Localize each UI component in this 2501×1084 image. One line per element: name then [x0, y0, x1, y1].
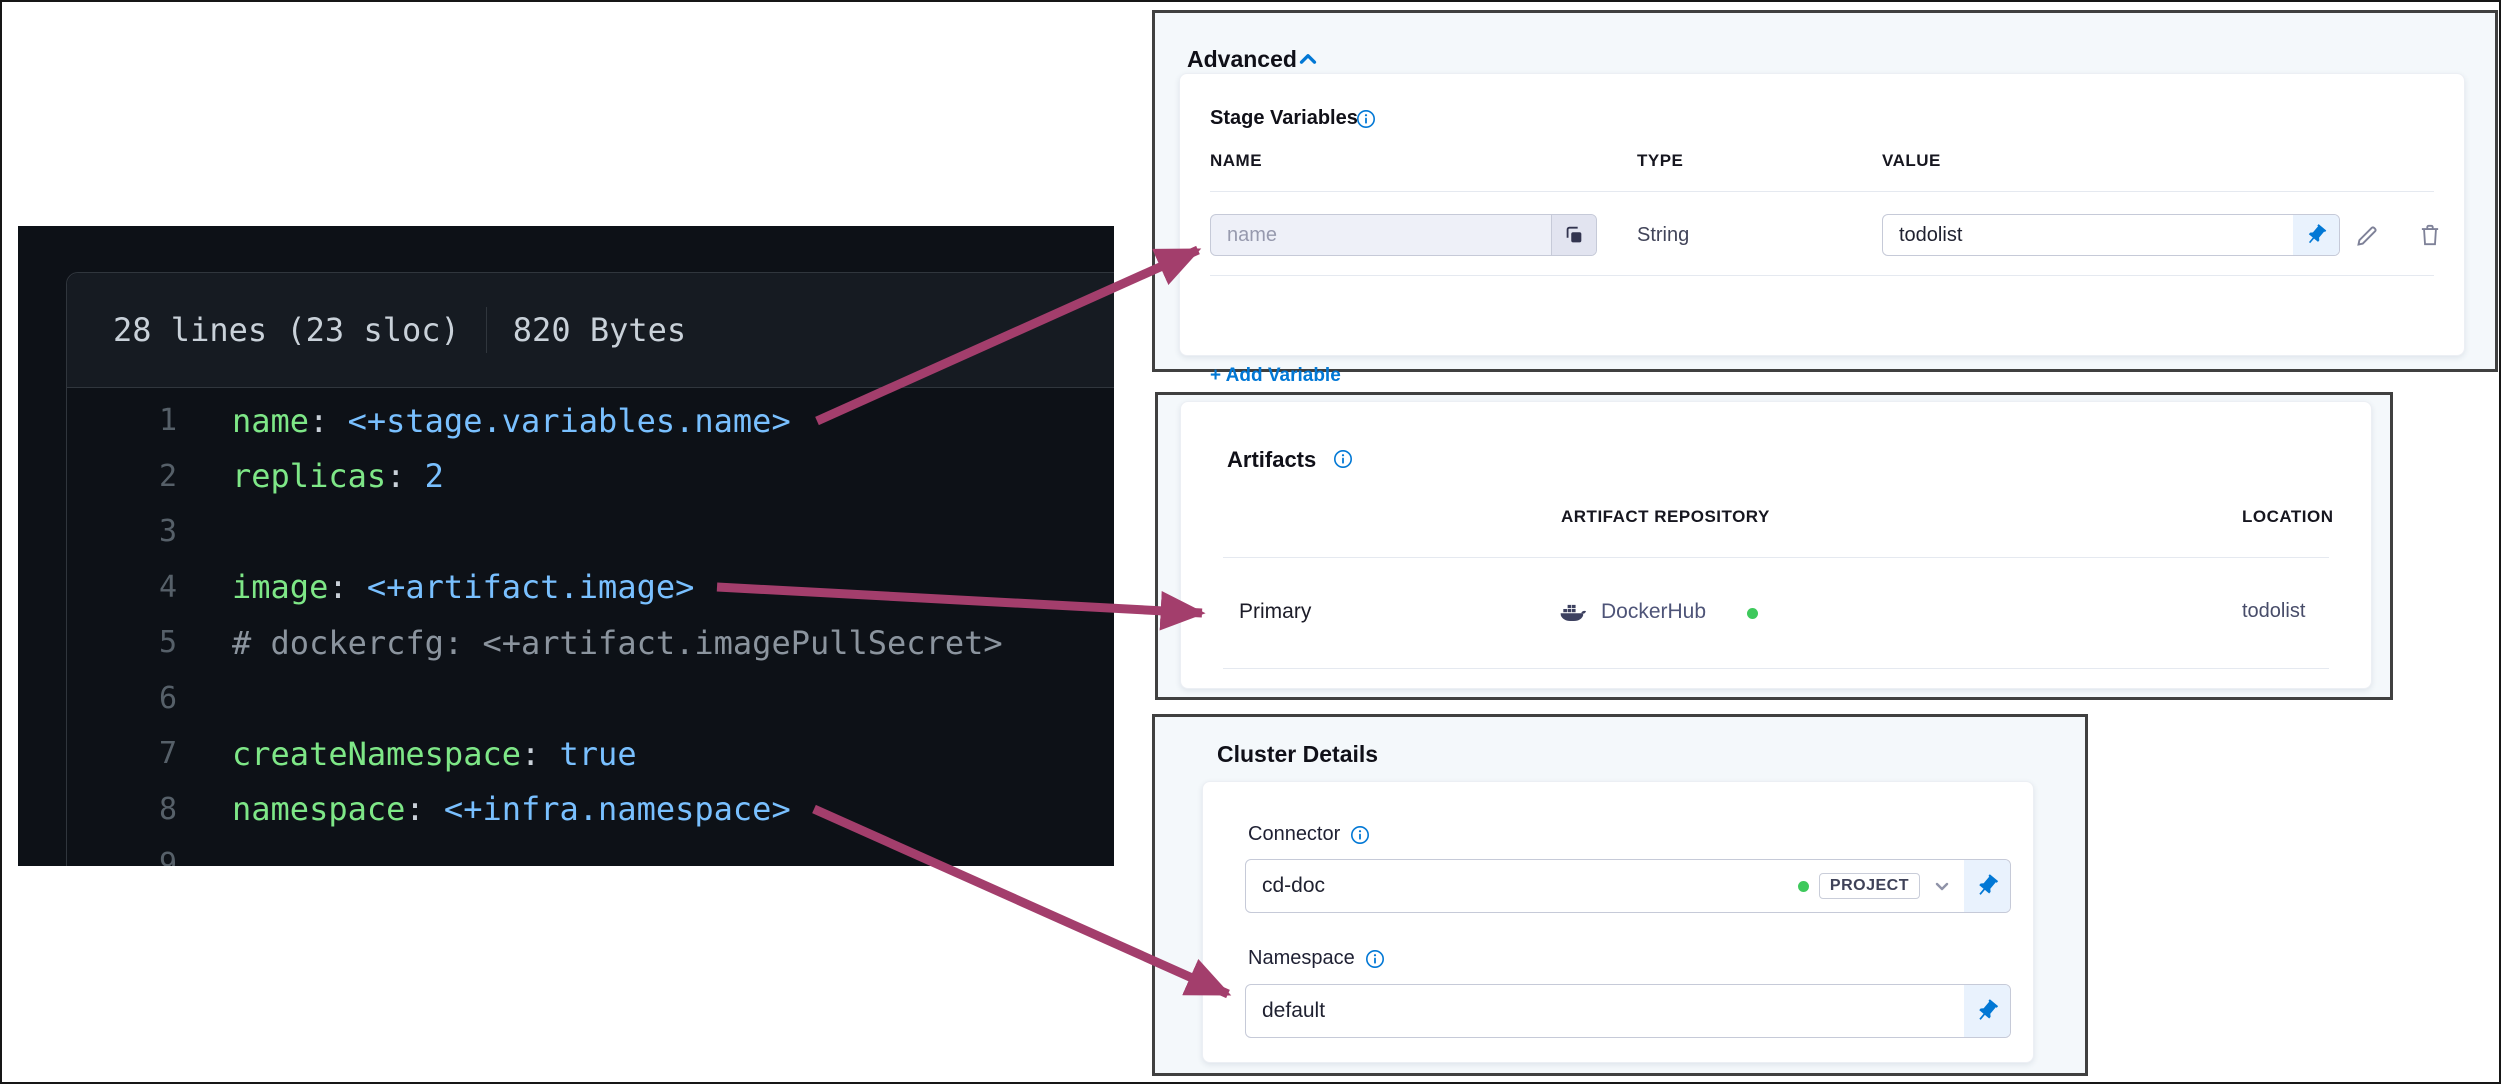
pushpin-icon[interactable] [2293, 215, 2339, 255]
file-meta-header: 28 lines (23 sloc) 820 Bytes [67, 273, 1114, 388]
variable-value-input[interactable] [1883, 215, 2293, 255]
line-number: 1 [158, 403, 177, 439]
trash-icon[interactable] [2413, 218, 2447, 252]
line-number: 2 [158, 458, 177, 494]
connector-input[interactable] [1246, 860, 1798, 912]
artifacts-card: Artifacts ARTIFACT REPOSITORY LOCATION P… [1180, 401, 2372, 689]
add-variable-button[interactable]: + Add Variable [1210, 365, 1341, 386]
line-number: 6 [158, 680, 177, 716]
pencil-icon[interactable] [2350, 218, 2384, 252]
advanced-panel: Advanced Stage Variables NAME TYPE VALUE… [1152, 10, 2498, 386]
pushpin-icon[interactable] [1964, 860, 2010, 912]
status-green-dot [1797, 880, 1809, 892]
column-header-name: NAME [1210, 151, 1263, 170]
info-icon[interactable] [1350, 825, 1370, 845]
namespace-label: Namespace [1248, 947, 1385, 970]
cluster-details-card: Connector PROJECT Names [1202, 781, 2034, 1063]
namespace-input[interactable] [1246, 985, 1964, 1037]
copy-icon[interactable] [1551, 215, 1596, 255]
info-icon[interactable] [1356, 109, 1376, 129]
connector-field: PROJECT [1245, 859, 2011, 913]
line-number: 5 [158, 625, 177, 661]
column-header-location: LOCATION [2242, 507, 2334, 526]
artifact-repository-name: DockerHub [1601, 600, 1707, 623]
cluster-details-panel: Cluster Details Connector PROJECT [1152, 714, 2088, 1076]
line-number: 7 [158, 736, 177, 772]
variable-value-field [1882, 214, 2340, 256]
line-number: 9 [158, 847, 177, 866]
divider [1210, 191, 2434, 192]
namespace-field [1245, 984, 2011, 1038]
divider [1223, 668, 2329, 669]
artifacts-panel: Artifacts ARTIFACT REPOSITORY LOCATION P… [1155, 392, 2393, 700]
column-header-artifact-repository: ARTIFACT REPOSITORY [1561, 507, 1770, 526]
scope-badge: PROJECT [1818, 873, 1920, 899]
chevron-down-icon[interactable] [1930, 874, 1954, 898]
artifacts-title: Artifacts [1227, 447, 1317, 472]
docker-whale-icon [1559, 600, 1587, 624]
artifact-row[interactable]: Primary DockerHub todolist [1181, 598, 2371, 630]
artifact-location: todolist [2242, 600, 2306, 622]
code-line-3: 3 [18, 504, 1114, 560]
column-header-value: VALUE [1882, 151, 1941, 170]
advanced-title: Advanced [1187, 46, 1297, 72]
divider [1210, 275, 2434, 276]
variable-type-value: String [1637, 223, 1690, 246]
info-icon[interactable] [1365, 949, 1385, 969]
line-number: 8 [158, 791, 177, 827]
artifact-label: Primary [1239, 600, 1312, 623]
variable-name-input[interactable] [1211, 215, 1551, 255]
status-green-dot [1747, 608, 1758, 619]
stage-variables-card: Stage Variables NAME TYPE VALUE String [1179, 73, 2465, 386]
file-size-info: 820 Bytes [512, 311, 687, 349]
column-header-type: TYPE [1637, 151, 1684, 170]
chevron-up-icon[interactable] [1295, 47, 1321, 73]
line-number: 4 [158, 569, 177, 605]
code-line-5: 5# dockercfg: <+artifact.imagePullSecret… [18, 615, 1114, 671]
pushpin-icon[interactable] [1964, 985, 2010, 1037]
connector-label: Connector [1248, 823, 1370, 846]
file-lines-info: 28 lines (23 sloc) [113, 311, 460, 349]
cluster-details-title: Cluster Details [1217, 741, 1379, 767]
code-line-9: 9 [18, 837, 1114, 866]
info-icon[interactable] [1333, 449, 1353, 469]
variable-name-field [1210, 214, 1597, 256]
header-separator [485, 307, 487, 353]
divider [1223, 557, 2329, 558]
stage-variables-title: Stage Variables [1210, 107, 1358, 129]
code-line-6: 6 [18, 671, 1114, 727]
line-number: 3 [158, 514, 177, 550]
